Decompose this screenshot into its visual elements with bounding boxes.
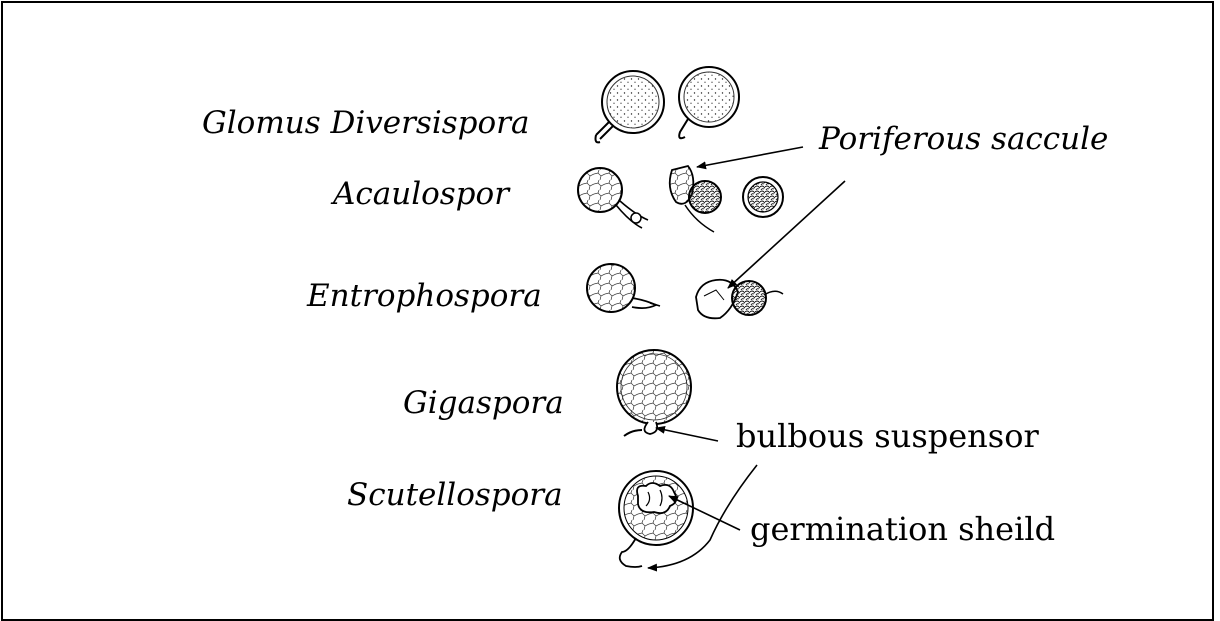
acaulospora-spore-1 xyxy=(578,168,648,228)
entrophospora-spore-2-with-saccule xyxy=(696,280,783,319)
glomus-spore-2 xyxy=(679,67,739,138)
acaulospora-spore-2-with-saccule xyxy=(670,166,721,232)
acaulospora-spore-3 xyxy=(743,177,783,217)
entrophospora-spore-1 xyxy=(587,264,660,312)
scutellospora-spore xyxy=(619,471,693,567)
glomus-spore-1 xyxy=(596,71,665,142)
arrow-poriferous-to-acaulospora xyxy=(697,147,803,167)
arrow-bulbous-suspensor-gigaspora xyxy=(656,428,718,441)
gigaspora-spore xyxy=(617,350,691,436)
